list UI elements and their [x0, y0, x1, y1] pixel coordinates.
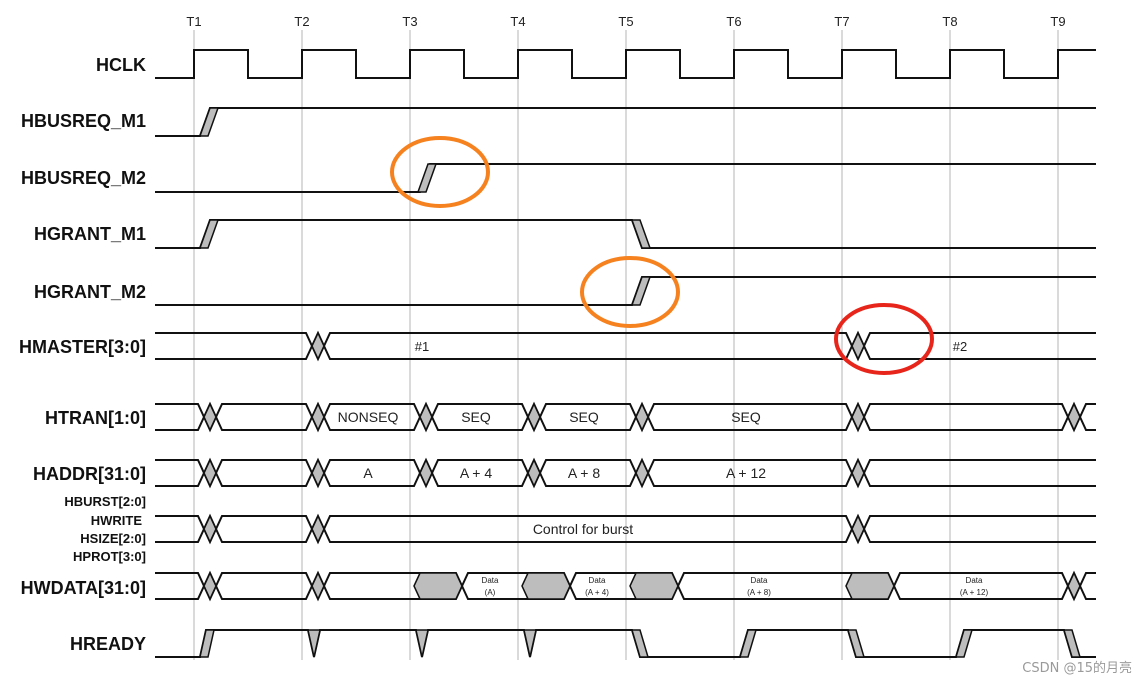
watermark: CSDN @15的月亮 — [1022, 660, 1132, 676]
hgrant-m1-waveform — [155, 219, 1096, 249]
htran-value: SEQ — [731, 409, 761, 425]
signal-label-hbusreq-m1: HBUSREQ_M1 — [21, 111, 146, 131]
signal-label-hwdata: HWDATA[31:0] — [21, 578, 146, 598]
signal-label-hready: HREADY — [70, 634, 146, 654]
tick-labels: T1 T2 T3 T4 T5 T6 T7 T8 T9 — [186, 14, 1065, 29]
signal-label-hwrite: HWRITE — [91, 513, 143, 528]
hready-waveform — [155, 629, 1096, 658]
signal-label-hgrant-m1: HGRANT_M1 — [34, 224, 146, 244]
tick-label: T2 — [294, 14, 309, 29]
tick-label: T5 — [618, 14, 633, 29]
tick-label: T7 — [834, 14, 849, 29]
hwdata-value-label: Data — [966, 576, 983, 585]
signal-label-htran: HTRAN[1:0] — [45, 408, 146, 428]
haddr-value: A — [363, 465, 373, 481]
htran-bus: NONSEQ SEQ SEQ SEQ — [155, 401, 1096, 433]
htran-value: NONSEQ — [338, 409, 399, 425]
orange-highlight-circle — [390, 136, 490, 208]
tick-label: T8 — [942, 14, 957, 29]
htran-value: SEQ — [569, 409, 599, 425]
haddr-value: A + 12 — [726, 465, 766, 481]
hwdata-value-label: Data — [589, 576, 606, 585]
signal-labels: HCLK HBUSREQ_M1 HBUSREQ_M2 HGRANT_M1 HGR… — [19, 55, 146, 654]
hwdata-value-addr: (A) — [485, 588, 496, 597]
signal-label-hburst: HBURST[2:0] — [64, 494, 146, 509]
hgrant-m2-waveform — [155, 276, 1096, 306]
hclk-waveform — [155, 49, 1096, 79]
tick-label: T6 — [726, 14, 741, 29]
hbusreq-m2-waveform — [155, 163, 1096, 193]
hwdata-value-addr: (A + 8) — [747, 588, 771, 597]
htran-value: SEQ — [461, 409, 491, 425]
haddr-bus: A A + 4 A + 8 A + 12 — [155, 457, 1096, 489]
signal-label-hbusreq-m2: HBUSREQ_M2 — [21, 168, 146, 188]
orange-highlight-circle — [580, 256, 680, 328]
red-highlight-circle — [834, 303, 934, 375]
hwdata-value-addr: (A + 4) — [585, 588, 609, 597]
hwdata-value-label: Data — [751, 576, 768, 585]
hwdata-bus: Data (A) Data (A + 4) Data (A + 8) Data … — [155, 570, 1096, 602]
hwdata-value-label: Data — [482, 576, 499, 585]
hmaster-bus: #1 #2 — [155, 330, 1096, 362]
tick-label: T1 — [186, 14, 201, 29]
hmaster-value: #1 — [415, 339, 429, 354]
signal-label-hgrant-m2: HGRANT_M2 — [34, 282, 146, 302]
signal-label-haddr: HADDR[31:0] — [33, 464, 146, 484]
haddr-value: A + 4 — [460, 465, 493, 481]
signal-label-hsize: HSIZE[2:0] — [80, 531, 146, 546]
control-bus: Control for burst — [155, 513, 1096, 545]
hbusreq-m1-waveform — [155, 107, 1096, 137]
tick-grid — [193, 30, 1059, 660]
signal-label-hclk: HCLK — [96, 55, 146, 75]
haddr-value: A + 8 — [568, 465, 601, 481]
tick-label: T3 — [402, 14, 417, 29]
hmaster-value: #2 — [953, 339, 967, 354]
tick-label: T9 — [1050, 14, 1065, 29]
hwdata-value-addr: (A + 12) — [960, 588, 989, 597]
signal-label-hprot: HPROT[3:0] — [73, 549, 146, 564]
tick-label: T4 — [510, 14, 525, 29]
control-burst-text: Control for burst — [533, 521, 633, 537]
signal-label-hmaster: HMASTER[3:0] — [19, 337, 146, 357]
